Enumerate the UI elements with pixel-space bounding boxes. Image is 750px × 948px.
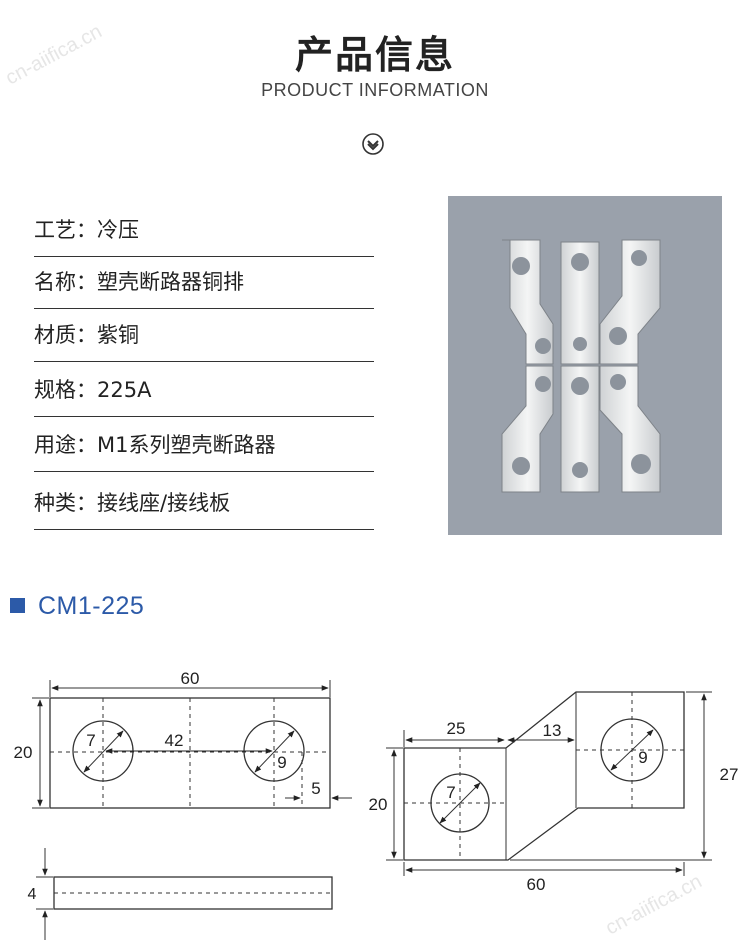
spec-text: 工艺：冷压: [34, 218, 139, 242]
dim-hole-large: 9: [277, 753, 286, 772]
dim-thickness: 4: [28, 886, 37, 903]
section-label: CM1-225: [38, 592, 145, 620]
dim-hole-spacing: 42: [165, 731, 184, 750]
spec-text: 材质：紫铜: [34, 323, 139, 347]
dim-edge: 5: [311, 779, 320, 798]
page-subtitle: PRODUCT INFORMATION: [261, 80, 489, 100]
chevron-down-circle-icon: [362, 133, 384, 155]
dim-height-total: 27: [720, 765, 739, 784]
spec-text: 规格：225A: [34, 378, 152, 402]
spec-row-usage: 用途：M1系列塑壳断路器: [34, 420, 374, 472]
dim-height: 20: [14, 743, 33, 762]
spec-row-process: 工艺：冷压: [34, 205, 374, 257]
dim-hole-small: 7: [86, 731, 95, 750]
technical-drawing: 60 42 20 7 9 5 4: [14, 669, 739, 940]
spec-row-spec: 规格：225A: [34, 365, 374, 417]
dim-width-right: 13: [543, 721, 562, 740]
product-photo: [448, 196, 722, 535]
dim-length: 60: [181, 669, 200, 688]
dim-height-left: 20: [369, 795, 388, 814]
watermark: cn-aiifica.cn: [2, 20, 106, 89]
drawing-left-side-view: [36, 848, 333, 940]
dim-hole-large-right: 9: [638, 748, 647, 767]
spec-row-material: 材质：紫铜: [34, 310, 374, 362]
drawing-right-view: [386, 691, 712, 876]
spec-row-name: 名称：塑壳断路器铜排: [34, 257, 374, 309]
drawing-left-top-view: [32, 680, 352, 809]
page-title: 产品信息: [294, 33, 455, 77]
watermark-bottom: cn-aiifica.cn: [602, 870, 706, 939]
dim-width-left: 25: [447, 719, 466, 738]
spec-text: 种类：接线座/接线板: [34, 491, 231, 515]
spec-text: 用途：M1系列塑壳断路器: [34, 433, 276, 457]
dim-length-right: 60: [527, 875, 546, 894]
svg-text:cn-aiifica.cn: cn-aiifica.cn: [2, 20, 106, 89]
square-bullet-icon: [10, 598, 25, 613]
spec-row-type: 种类：接线座/接线板: [34, 478, 374, 530]
spec-text: 名称：塑壳断路器铜排: [34, 270, 244, 294]
dim-hole-small-right: 7: [446, 783, 455, 802]
